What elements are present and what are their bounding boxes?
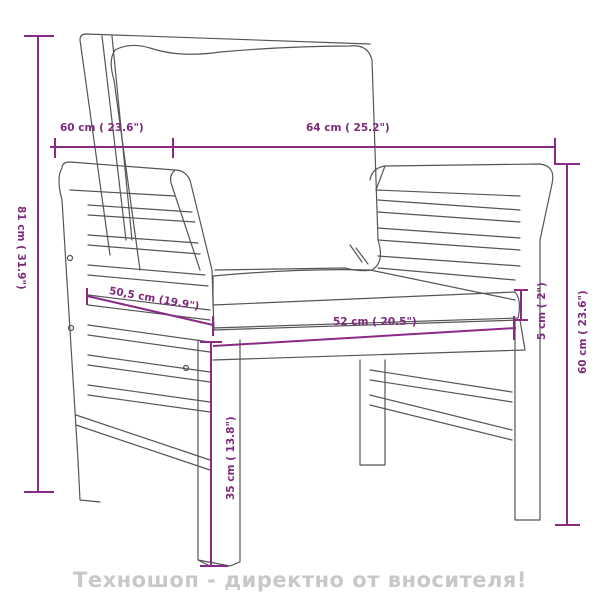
depth-total-label: 60 cm ( 23.6") <box>60 122 144 134</box>
watermark-text: Техношоп - директно от вносителя! <box>73 568 527 592</box>
height-total-label: 81 cm ( 31.9") <box>15 206 27 290</box>
seat-width-label: 52 cm ( 20.5") <box>333 316 417 328</box>
backrest-frame <box>79 33 371 256</box>
dimension-lines <box>24 35 580 567</box>
cushion-thickness-label: 5 cm ( 2") <box>536 282 548 340</box>
left-armrest <box>58 161 215 503</box>
back-cushion <box>110 44 382 272</box>
armrest-height-label: 60 cm ( 23.6") <box>577 290 589 374</box>
right-armrest <box>369 163 554 521</box>
seat-height-label: 35 cm ( 13.8") <box>225 416 237 500</box>
back-right-leg <box>359 359 386 466</box>
seat-cushion <box>212 269 526 361</box>
width-total-label: 64 cm ( 25.2") <box>306 122 390 134</box>
